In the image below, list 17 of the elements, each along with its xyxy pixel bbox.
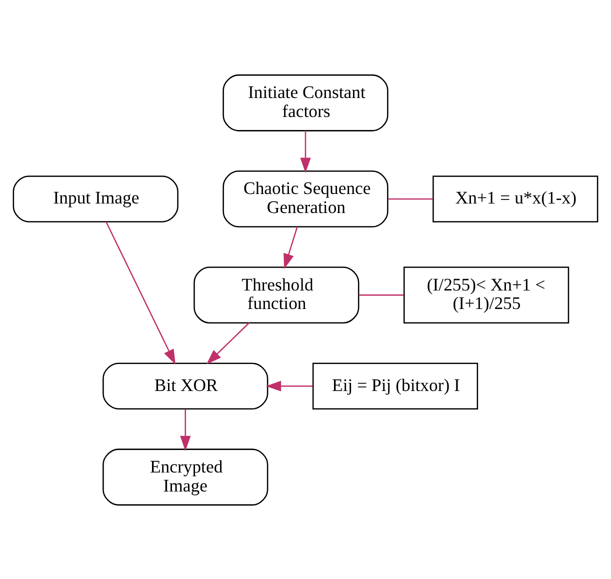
connector <box>388 198 433 200</box>
node-box: Xn+1 = u*x(1-x) <box>432 175 598 222</box>
arrow <box>266 380 313 391</box>
node-box: Threshold function <box>194 266 360 323</box>
arrow <box>284 226 298 268</box>
arrow <box>180 408 191 451</box>
node-box: Eij = Pij (bitxor) I <box>312 362 478 409</box>
node-box: Bit XOR <box>102 362 268 409</box>
node-box: (I/255)< Xn+1 < (I+1)/255 <box>403 266 570 323</box>
node-box: Encrypted Image <box>102 448 268 506</box>
arrow <box>206 322 250 364</box>
arrow <box>300 130 311 172</box>
node-box: Input Image <box>12 175 178 222</box>
node-box: Initiate Constant factors <box>222 74 388 131</box>
connector <box>358 294 404 296</box>
node-box: Chaotic Sequence Generation <box>222 170 388 227</box>
arrow <box>106 220 176 364</box>
